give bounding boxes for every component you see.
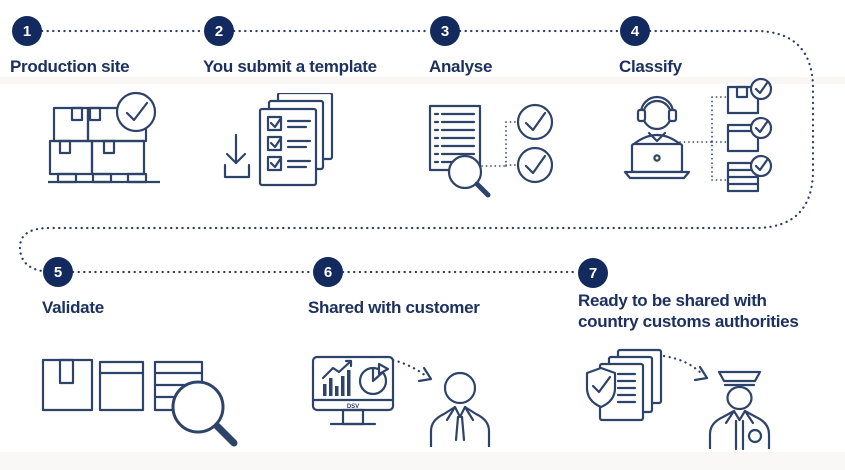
monitor-brand-label: DSV (347, 404, 359, 410)
step-badge-7: 7 (578, 258, 608, 288)
step-label-validate: Validate (42, 298, 104, 317)
pallet-boxes-check-icon (48, 90, 160, 194)
step-badge-4: 4 (620, 16, 650, 46)
step-badge-5: 5 (43, 257, 73, 287)
step-label-classify: Classify (619, 57, 682, 76)
document-magnifier-checks-icon (428, 102, 558, 200)
download-template-documents-icon (222, 93, 344, 193)
agent-laptop-classification-icon (618, 78, 778, 204)
dashboard-monitor-to-customer-icon: DSV (305, 350, 505, 458)
footer-band (0, 452, 845, 470)
boxes-magnifier-icon (38, 355, 253, 460)
step-badge-6: 6 (313, 257, 343, 287)
step-label-customs-authorities: Ready to be shared with country customs … (578, 291, 799, 332)
step-label-production-site: Production site (10, 57, 130, 76)
step-badge-1: 1 (12, 16, 42, 46)
step-label-analyse: Analyse (429, 57, 493, 76)
step-label-submit-template: You submit a template (203, 57, 377, 76)
documents-shield-to-customs-officer-icon (585, 348, 790, 458)
step-badge-2: 2 (204, 16, 234, 46)
step-label-shared-customer: Shared with customer (308, 298, 480, 317)
step-badge-3: 3 (430, 16, 460, 46)
